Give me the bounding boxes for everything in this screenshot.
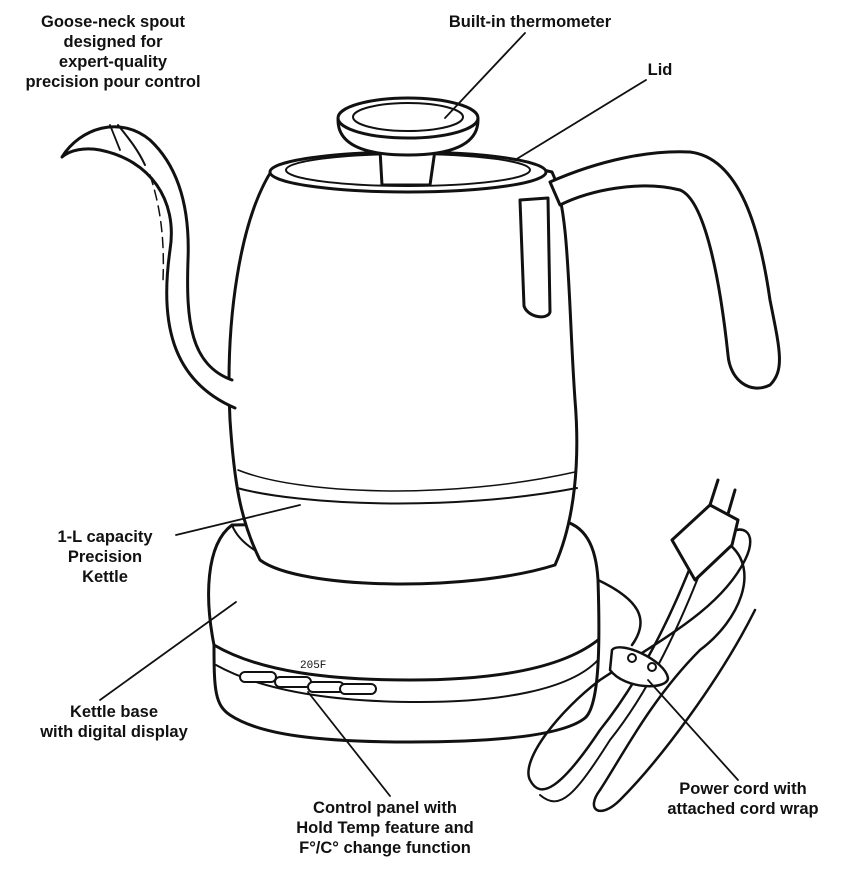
leader-power-cord <box>647 679 739 781</box>
kettle-body <box>227 153 579 586</box>
label-power-cord: Power cord with attached cord wrap <box>667 780 819 818</box>
label-lid: Lid <box>647 61 673 79</box>
leader-lines <box>99 32 739 797</box>
leader-control-panel <box>307 691 391 797</box>
label-thermometer: Built-in thermometer <box>448 13 612 31</box>
leader-spout <box>109 124 121 151</box>
leader-lid <box>514 79 647 161</box>
goose-neck-spout <box>60 124 237 410</box>
built-in-thermometer <box>336 96 480 157</box>
leader-thermometer <box>444 32 526 119</box>
label-kettle-base: Kettle base with digital display <box>40 703 188 741</box>
kettle-lid <box>268 148 548 194</box>
control-panel <box>239 671 377 695</box>
kettle-handle <box>518 150 781 390</box>
leader-base <box>99 601 237 701</box>
label-control-panel: Control panel with Hold Temp feature and… <box>296 799 474 857</box>
label-capacity: 1-L capacity Precision Kettle <box>57 528 153 586</box>
label-spout: Goose-neck spout designed for expert-qua… <box>25 13 201 91</box>
power-cord <box>527 478 757 812</box>
leader-capacity <box>175 504 301 536</box>
display-temperature: 205F <box>300 660 326 672</box>
